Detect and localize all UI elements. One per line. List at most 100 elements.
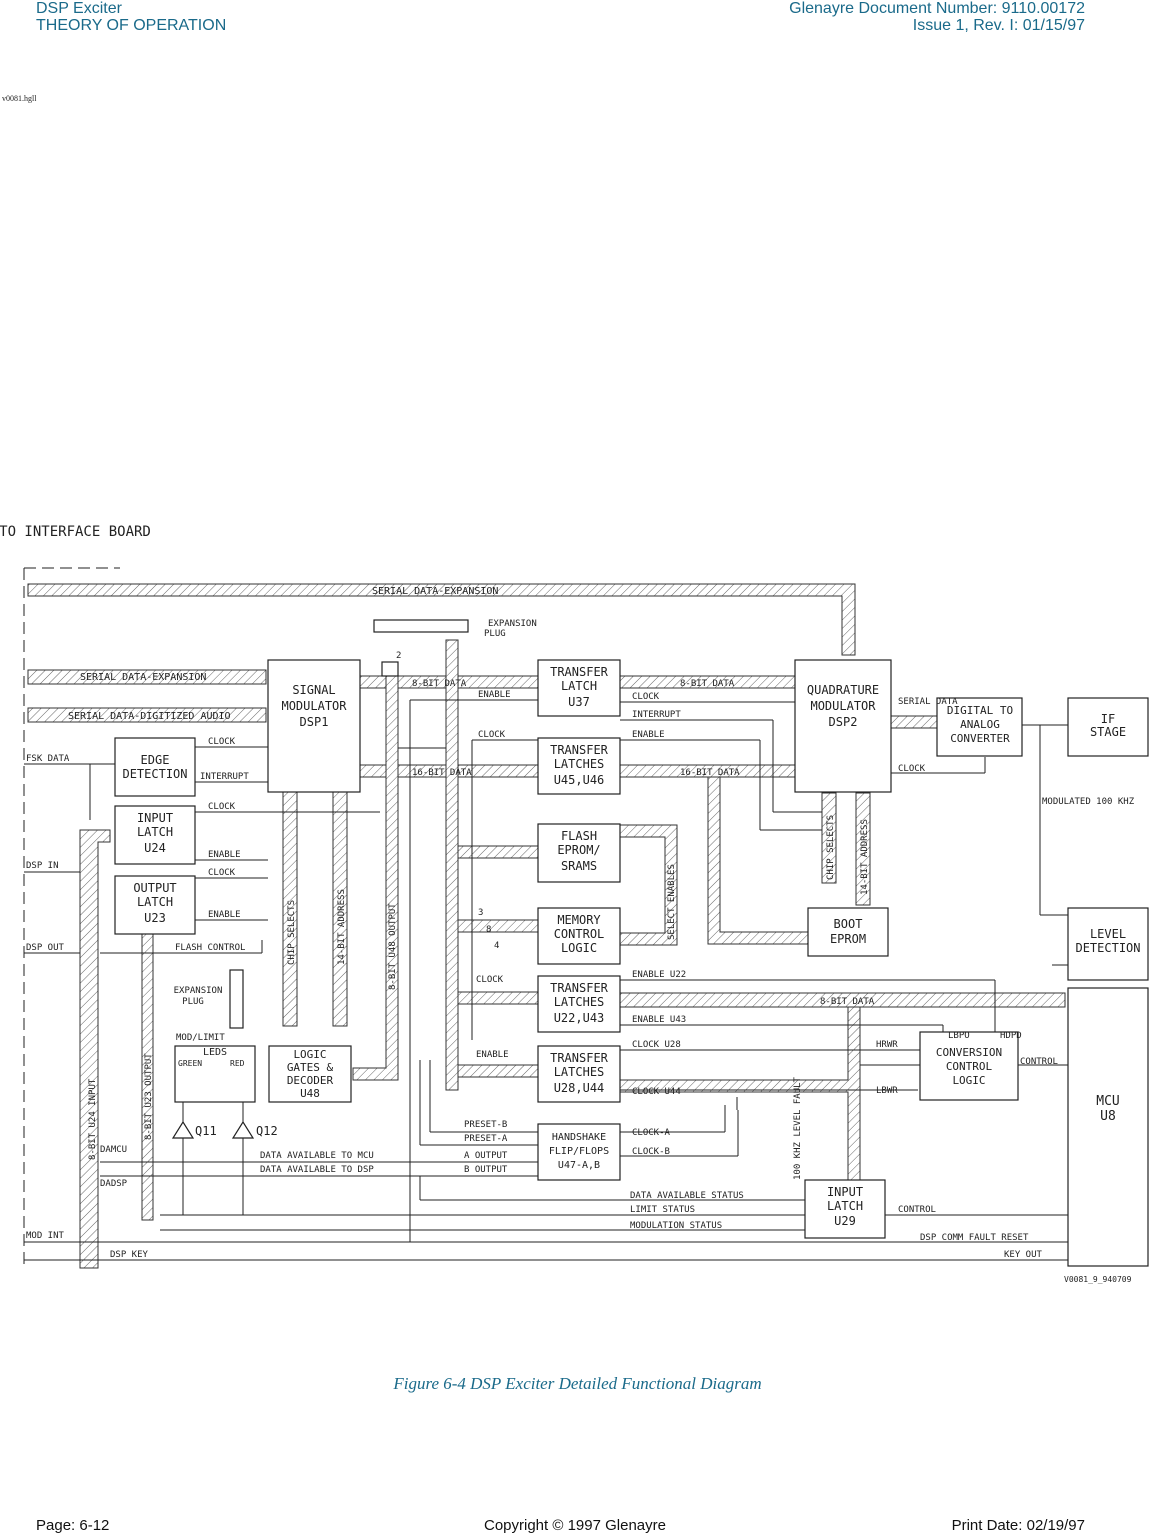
sig-b-output: B OUTPUT: [464, 1165, 508, 1175]
sig-limit-status: LIMIT STATUS: [630, 1205, 695, 1215]
header-section: THEORY OF OPERATION: [36, 17, 227, 34]
boot-line1: BOOT: [834, 917, 863, 931]
sig-lbwr: LBWR: [876, 1086, 898, 1096]
block-mcu: [1067, 987, 1149, 1267]
bus-chip-selects-right: [821, 792, 837, 884]
bus-label-chip-selects-l: CHIP SELECTS: [287, 900, 297, 965]
block-small-connector: [381, 661, 399, 677]
block-output-latch-u23: [114, 875, 196, 935]
edge-line2: DETECTION: [122, 767, 187, 781]
block-transfer-latches-u28: [537, 1045, 621, 1103]
sig-clock-a: CLOCK-A: [632, 1128, 671, 1138]
sig-lbpo: LBPO: [948, 1031, 970, 1041]
logic-line1: LOGIC: [293, 1048, 326, 1061]
block-input-latch-u24: [114, 805, 196, 865]
block-expansion-plug-left: [229, 969, 244, 1029]
block-transfer-latches-u22: [537, 975, 621, 1033]
bus-serial-expansion: [27, 669, 267, 685]
mcu-line2: U8: [1100, 1109, 1116, 1124]
memory-line3: LOGIC: [561, 941, 597, 955]
sig-comm-fault-reset: DSP COMM FAULT RESET: [920, 1233, 1029, 1243]
sig-dadsp: DADSP: [100, 1179, 128, 1189]
sig-clock-u44: CLOCK U44: [632, 1087, 681, 1097]
sig-100khz-fault: 100 KHZ LEVEL FAULT: [793, 1076, 803, 1180]
header-product: DSP Exciter: [36, 0, 122, 17]
block-boot-eprom: [807, 907, 889, 957]
sig-clock-u37: CLOCK: [632, 692, 660, 702]
sig-dsp-out: DSP OUT: [26, 943, 65, 953]
block-leds: [174, 1045, 256, 1103]
sig-clock-b: CLOCK-B: [632, 1147, 670, 1157]
block-dac: [936, 697, 1023, 757]
u22-line2: LATCHES: [554, 995, 605, 1009]
sig-interrupt-edge: INTERRUPT: [200, 772, 249, 782]
block-conversion-control: [919, 1031, 1019, 1101]
exp-plug-top-line2: PLUG: [484, 629, 506, 639]
flash-line3: SRAMS: [561, 859, 597, 873]
edge-line1: EDGE: [141, 753, 170, 767]
blocks: [114, 619, 1149, 1267]
flash-line2: EPROM/: [557, 843, 600, 857]
quad-mod-line3: DSP2: [829, 715, 858, 729]
sig-mod-status: MODULATION STATUS: [630, 1221, 722, 1231]
sig-hrwr: HRWR: [876, 1040, 898, 1050]
mcu-line1: MCU: [1096, 1094, 1119, 1109]
logic-line3: DECODER: [287, 1074, 334, 1087]
conv-line1: CONVERSION: [936, 1046, 1002, 1059]
handshake-line3: U47-A,B: [558, 1160, 600, 1171]
leds-green: GREEN: [178, 1059, 202, 1068]
bus-label-addr14-l: 14-BIT ADDRESS: [337, 889, 347, 965]
bus-addr14-right: [855, 792, 871, 906]
block-if-stage: [1067, 697, 1149, 757]
sig-clock-u45: CLOCK: [478, 730, 506, 740]
sig-mod-int: MOD INT: [26, 1231, 65, 1241]
memory-line1: MEMORY: [557, 913, 601, 927]
sig-interrupt-u37: INTERRUPT: [632, 710, 681, 720]
u23-line2: LATCH: [137, 895, 173, 909]
header-doc-number: Glenayre Document Number: 9110.00172: [789, 0, 1085, 17]
block-level-detection: [1067, 907, 1149, 981]
flash-line1: FLASH: [561, 829, 597, 843]
sig-a-output: A OUTPUT: [464, 1151, 508, 1161]
handshake-line1: HANDSHAKE: [552, 1132, 606, 1143]
u22-line3: U22,U43: [554, 1011, 605, 1025]
u29-line1: INPUT: [827, 1185, 863, 1199]
bus-label-8bit-low: 8-BIT DATA: [820, 997, 875, 1007]
sig-control-u29: CONTROL: [898, 1205, 936, 1215]
bus-label-8bit-r: 8-BIT DATA: [680, 679, 735, 689]
sig-clock-u22: CLOCK: [476, 975, 504, 985]
sig-n4: 4: [494, 941, 499, 951]
bus-label-addr14-r: 14-BIT ADDRESS: [860, 819, 870, 895]
bus-label-u23-output: 8-BIT U23 OUTPUT: [144, 1053, 154, 1140]
u23-line3: U23: [144, 911, 166, 925]
signal-mod-line1: SIGNAL: [292, 683, 335, 697]
sig-clock-edge: CLOCK: [208, 737, 236, 747]
quad-mod-line1: QUADRATURE: [807, 683, 879, 697]
bus-label-u48-out: 8-BIT U48 OUTPUT: [388, 903, 398, 990]
exp-plug-left-line1: EXPANSION: [174, 986, 223, 996]
u24-line3: U24: [144, 841, 166, 855]
sig-davail-dsp: DATA AVAILABLE TO DSP: [260, 1165, 374, 1175]
dac-line1: DIGITAL TO: [947, 704, 1013, 717]
header-issue: Issue 1, Rev. I: 01/15/97: [912, 17, 1085, 34]
signal-mod-line3: DSP1: [300, 715, 329, 729]
u45-line2: LATCHES: [554, 757, 605, 771]
sig-key-out: KEY OUT: [1004, 1250, 1043, 1260]
sig-n2: 2: [396, 651, 401, 661]
u29-line3: U29: [834, 1214, 856, 1228]
logic-line2: GATES &: [287, 1061, 334, 1074]
sig-enable-u28: ENABLE: [476, 1050, 509, 1060]
exp-plug-top-line1: EXPANSION: [488, 619, 537, 629]
u28-line2: LATCHES: [554, 1065, 605, 1079]
u37-line3: U37: [568, 695, 590, 709]
sig-enable-u37: ENABLE: [478, 690, 511, 700]
q12-label: Q12: [256, 1124, 278, 1138]
q11-label: Q11: [195, 1124, 217, 1138]
bus-label-16bit-r: 16-BIT DATA: [680, 768, 740, 778]
block-logic-gates: [268, 1045, 352, 1103]
boot-line2: EPROM: [830, 932, 866, 946]
block-transfer-latch-u37: [537, 659, 621, 717]
bus-u24-input: [79, 829, 111, 1269]
signal-lines: [23, 567, 1068, 1270]
signal-labels: FSK DATA DSP IN DSP OUT MOD INT DSP KEY …: [26, 651, 1135, 1260]
